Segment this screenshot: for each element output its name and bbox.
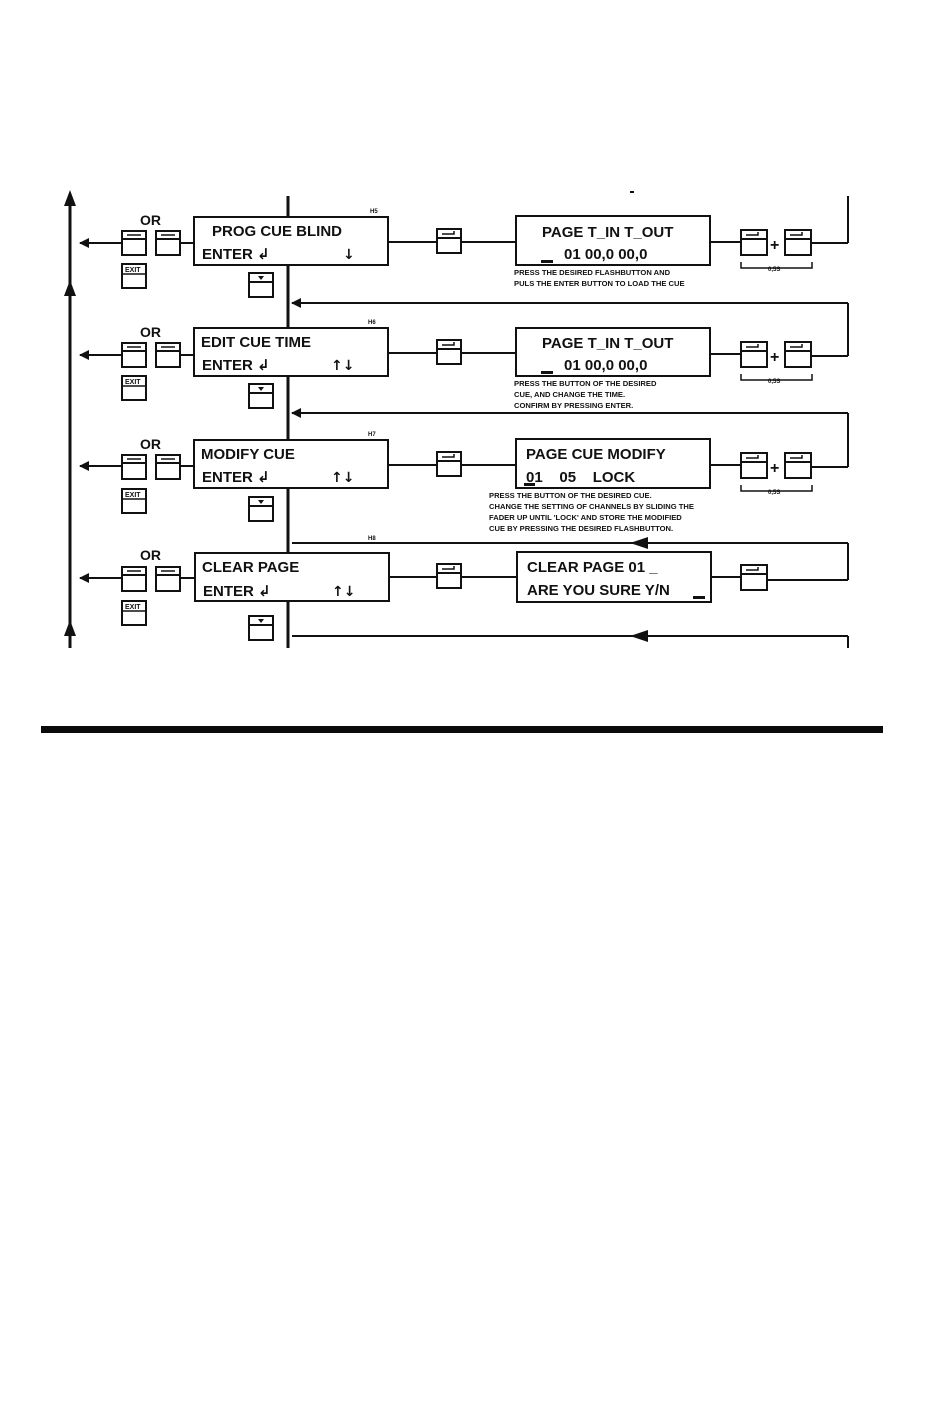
svg-text:H8: H8 xyxy=(368,536,376,542)
left-arrow-button[interactable] xyxy=(121,342,147,368)
display-line1: PAGE T_IN T_OUT xyxy=(542,224,673,241)
exit-label: EXIT xyxy=(125,267,141,274)
display-line2: ARE YOU SURE Y/N xyxy=(527,582,670,599)
svg-text:H5: H5 xyxy=(370,209,378,215)
right-arrow-button[interactable] xyxy=(155,566,181,592)
horizontal-rule xyxy=(41,726,883,733)
menu-line2: ENTER ↲ xyxy=(202,246,270,263)
menu-arrows: ↓ xyxy=(343,247,355,263)
menu-lcd: EDIT CUE TIME ENTER ↲ ↑↓ xyxy=(193,327,389,377)
plus-sign: + xyxy=(770,237,779,254)
display-line1: CLEAR PAGE 01 _ xyxy=(527,559,658,576)
menu-lcd: CLEAR PAGE ENTER ↲ ↑↓ xyxy=(194,552,390,602)
enter-button[interactable] xyxy=(740,564,768,591)
menu-line1: CLEAR PAGE xyxy=(202,559,299,576)
menu-line1: EDIT CUE TIME xyxy=(201,334,311,351)
note-line: FADER UP UNTIL 'LOCK' AND STORE THE MODI… xyxy=(489,513,682,522)
left-return-line xyxy=(64,190,76,648)
menu-line2: ENTER ↲ xyxy=(203,583,271,600)
enter-button[interactable] xyxy=(436,228,462,254)
down-button[interactable] xyxy=(248,615,274,641)
display-line2: 01 00,0 00,0 xyxy=(564,246,647,263)
display-line2: 01 05 LOCK xyxy=(526,469,635,486)
or-label: OR xyxy=(140,547,161,563)
enter-button[interactable] xyxy=(740,229,768,256)
exit-button[interactable]: EXIT xyxy=(121,600,147,626)
svg-text:H7: H7 xyxy=(368,432,376,438)
exit-label: EXIT xyxy=(125,379,141,386)
right-arrow-button[interactable] xyxy=(155,230,181,256)
right-arrow-button[interactable] xyxy=(155,342,181,368)
down-button[interactable] xyxy=(248,496,274,522)
right-arrow-button[interactable] xyxy=(155,454,181,480)
exit-button[interactable]: EXIT xyxy=(121,263,147,289)
or-label: OR xyxy=(140,324,161,340)
enter-button[interactable] xyxy=(436,563,462,589)
note-line: CUE, AND CHANGE THE TIME. xyxy=(514,390,625,399)
display-line2: 01 00,0 00,0 xyxy=(564,357,647,374)
row-h6: OR EXIT H6 EDIT CUE TIME ENTER ↲ ↑↓ xyxy=(79,320,848,410)
left-arrow-button[interactable] xyxy=(121,454,147,480)
enter-button[interactable] xyxy=(436,451,462,477)
svg-text:H6: H6 xyxy=(368,320,376,326)
exit-button[interactable]: EXIT xyxy=(121,375,147,401)
enter-button[interactable] xyxy=(740,341,768,368)
enter-button[interactable] xyxy=(436,339,462,365)
menu-arrows: ↑↓ xyxy=(331,470,354,486)
note-line: PRESS THE BUTTON OF THE DESIRED CUE. xyxy=(489,491,652,500)
left-arrow-button[interactable] xyxy=(121,566,147,592)
exit-label: EXIT xyxy=(125,492,141,499)
note-line: PRESS THE BUTTON OF THE DESIRED xyxy=(514,379,657,388)
down-button[interactable] xyxy=(248,383,274,409)
exit-button[interactable]: EXIT xyxy=(121,488,147,514)
display-line1: PAGE CUE MODIFY xyxy=(526,446,666,463)
hold-label: 0,5S xyxy=(768,267,780,273)
or-label: OR xyxy=(140,436,161,452)
down-button[interactable] xyxy=(248,272,274,298)
note-line: PRESS THE DESIRED FLASHBUTTON AND xyxy=(514,268,671,277)
enter-button[interactable] xyxy=(784,452,812,479)
display-lcd: CLEAR PAGE 01 _ ARE YOU SURE Y/N xyxy=(516,551,712,603)
left-arrow-button[interactable] xyxy=(121,230,147,256)
display-lcd: PAGE T_IN T_OUT 01 00,0 00,0 xyxy=(515,327,711,377)
note-line: CHANGE THE SETTING OF CHANNELS BY SLIDIN… xyxy=(489,502,694,511)
menu-lcd: MODIFY CUE ENTER ↲ ↑↓ xyxy=(193,439,389,489)
row-h5: OR EXIT H5 PROG CUE BLIND ENTER ↲ ↓ xyxy=(79,209,848,298)
menu-line1: PROG CUE BLIND xyxy=(212,223,342,240)
plus-sign: + xyxy=(770,349,779,366)
note-line: CONFIRM BY PRESSING ENTER. xyxy=(514,401,633,410)
display-line1: PAGE T_IN T_OUT xyxy=(542,335,673,352)
hold-label: 0,5S xyxy=(768,379,780,385)
menu-lcd: PROG CUE BLIND ENTER ↲ ↓ xyxy=(193,216,389,266)
menu-line2: ENTER ↲ xyxy=(202,469,270,486)
enter-button[interactable] xyxy=(740,452,768,479)
menu-line1: MODIFY CUE xyxy=(201,446,295,463)
display-lcd: PAGE CUE MODIFY 01 05 LOCK xyxy=(515,438,711,489)
display-lcd: PAGE T_IN T_OUT 01 00,0 00,0 xyxy=(515,215,711,266)
note-line: PULS THE ENTER BUTTON TO LOAD THE CUE xyxy=(514,279,685,288)
flowchart-diagram: OR EXIT H5 PROG CUE BLIND ENTER ↲ ↓ xyxy=(64,190,849,648)
exit-label: EXIT xyxy=(125,604,141,611)
or-label: OR xyxy=(140,212,161,228)
row-h7: OR EXIT H7 MODIFY CUE ENTER ↲ ↑↓ xyxy=(79,432,848,533)
menu-arrows: ↑↓ xyxy=(332,584,355,600)
menu-arrows: ↑↓ xyxy=(331,358,354,374)
enter-button[interactable] xyxy=(784,341,812,368)
enter-button[interactable] xyxy=(784,229,812,256)
plus-sign: + xyxy=(770,460,779,477)
row-h8: OR EXIT CLEAR PAGE ENTER ↲ ↑↓ xyxy=(79,547,848,641)
hold-label: 0,5S xyxy=(768,490,780,496)
note-line: CUE BY PRESSING THE DESIRED FLASHBUTTON. xyxy=(489,524,673,533)
menu-line2: ENTER ↲ xyxy=(202,357,270,374)
